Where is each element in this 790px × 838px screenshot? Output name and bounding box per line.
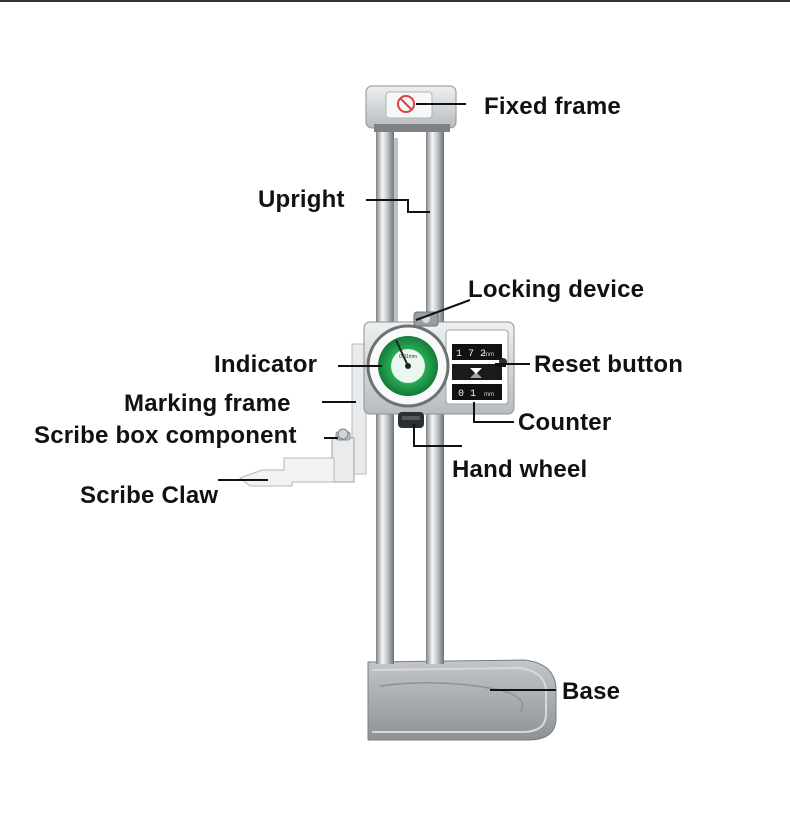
leader-reset-button [495,363,530,367]
label-scribe-box-component: Scribe box component [34,422,297,449]
label-upright: Upright [258,186,345,213]
counter-display: 1 7 2 mm 0 1 mm [452,344,502,400]
label-indicator: Indicator [214,351,318,378]
counter-upper-value: 1 7 2 [456,349,486,360]
label-fixed-frame: Fixed frame [484,93,621,120]
hand-wheel [398,412,424,428]
counter-lower-unit: mm [484,392,494,398]
scribe-box-component [331,428,355,483]
leader-hand-wheel [413,424,462,447]
base [367,659,557,741]
label-hand-wheel: Hand wheel [452,456,588,483]
top-border-line [0,0,790,2]
leader-locking-device [415,299,471,321]
fixed-frame [365,85,457,132]
counter-lower-value: 0 1 [458,389,476,400]
label-marking-frame: Marking frame [124,390,291,417]
counter-upper-unit: mm [484,352,494,358]
svg-text:0.01mm: 0.01mm [399,354,417,360]
label-base: Base [562,678,621,705]
label-locking-device: Locking device [468,276,645,303]
indicator-dial: 0.01mm [366,324,450,408]
leader-upright [366,199,430,213]
scribe-claw [238,457,335,487]
leader-lines [218,103,556,691]
label-reset-button: Reset button [534,351,684,378]
leader-counter [473,402,514,423]
label-scribe-claw: Scribe Claw [80,482,219,509]
label-counter: Counter [518,409,612,436]
